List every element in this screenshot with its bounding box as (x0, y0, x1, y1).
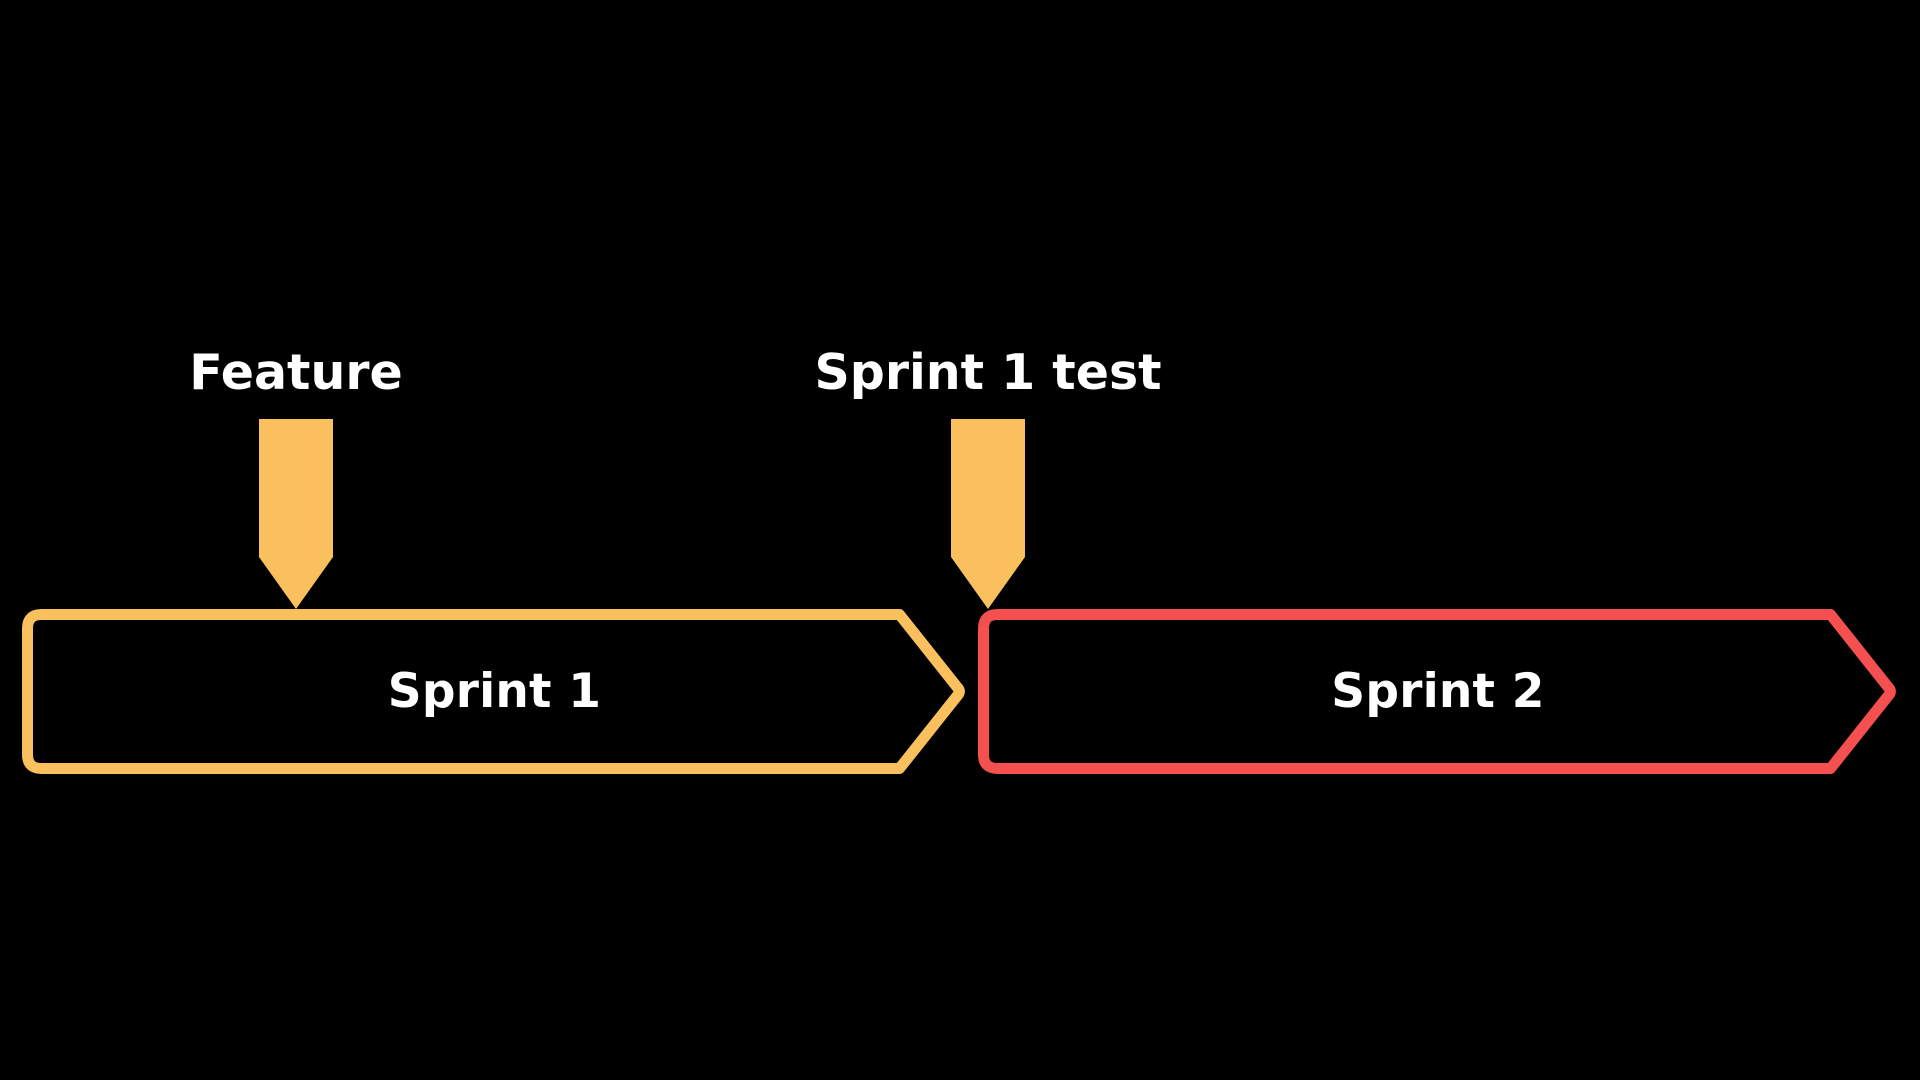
map-pin-icon (951, 419, 1025, 609)
milestone-marker-sprint-1-test[interactable]: Sprint 1 test (814, 348, 1162, 609)
timeline-bar-sprint-1[interactable]: Sprint 1 (22, 609, 967, 774)
timeline-bar-sprint-2-shape (978, 609, 1896, 774)
milestone-label-feature: Feature (189, 344, 403, 401)
milestone-marker-feature[interactable]: Feature (189, 348, 403, 609)
milestone-label-sprint-1-test: Sprint 1 test (814, 344, 1162, 401)
timeline-bar-sprint-2[interactable]: Sprint 2 (978, 609, 1898, 774)
map-pin-icon (259, 419, 333, 609)
timeline-bar-sprint-1-shape (22, 609, 965, 774)
